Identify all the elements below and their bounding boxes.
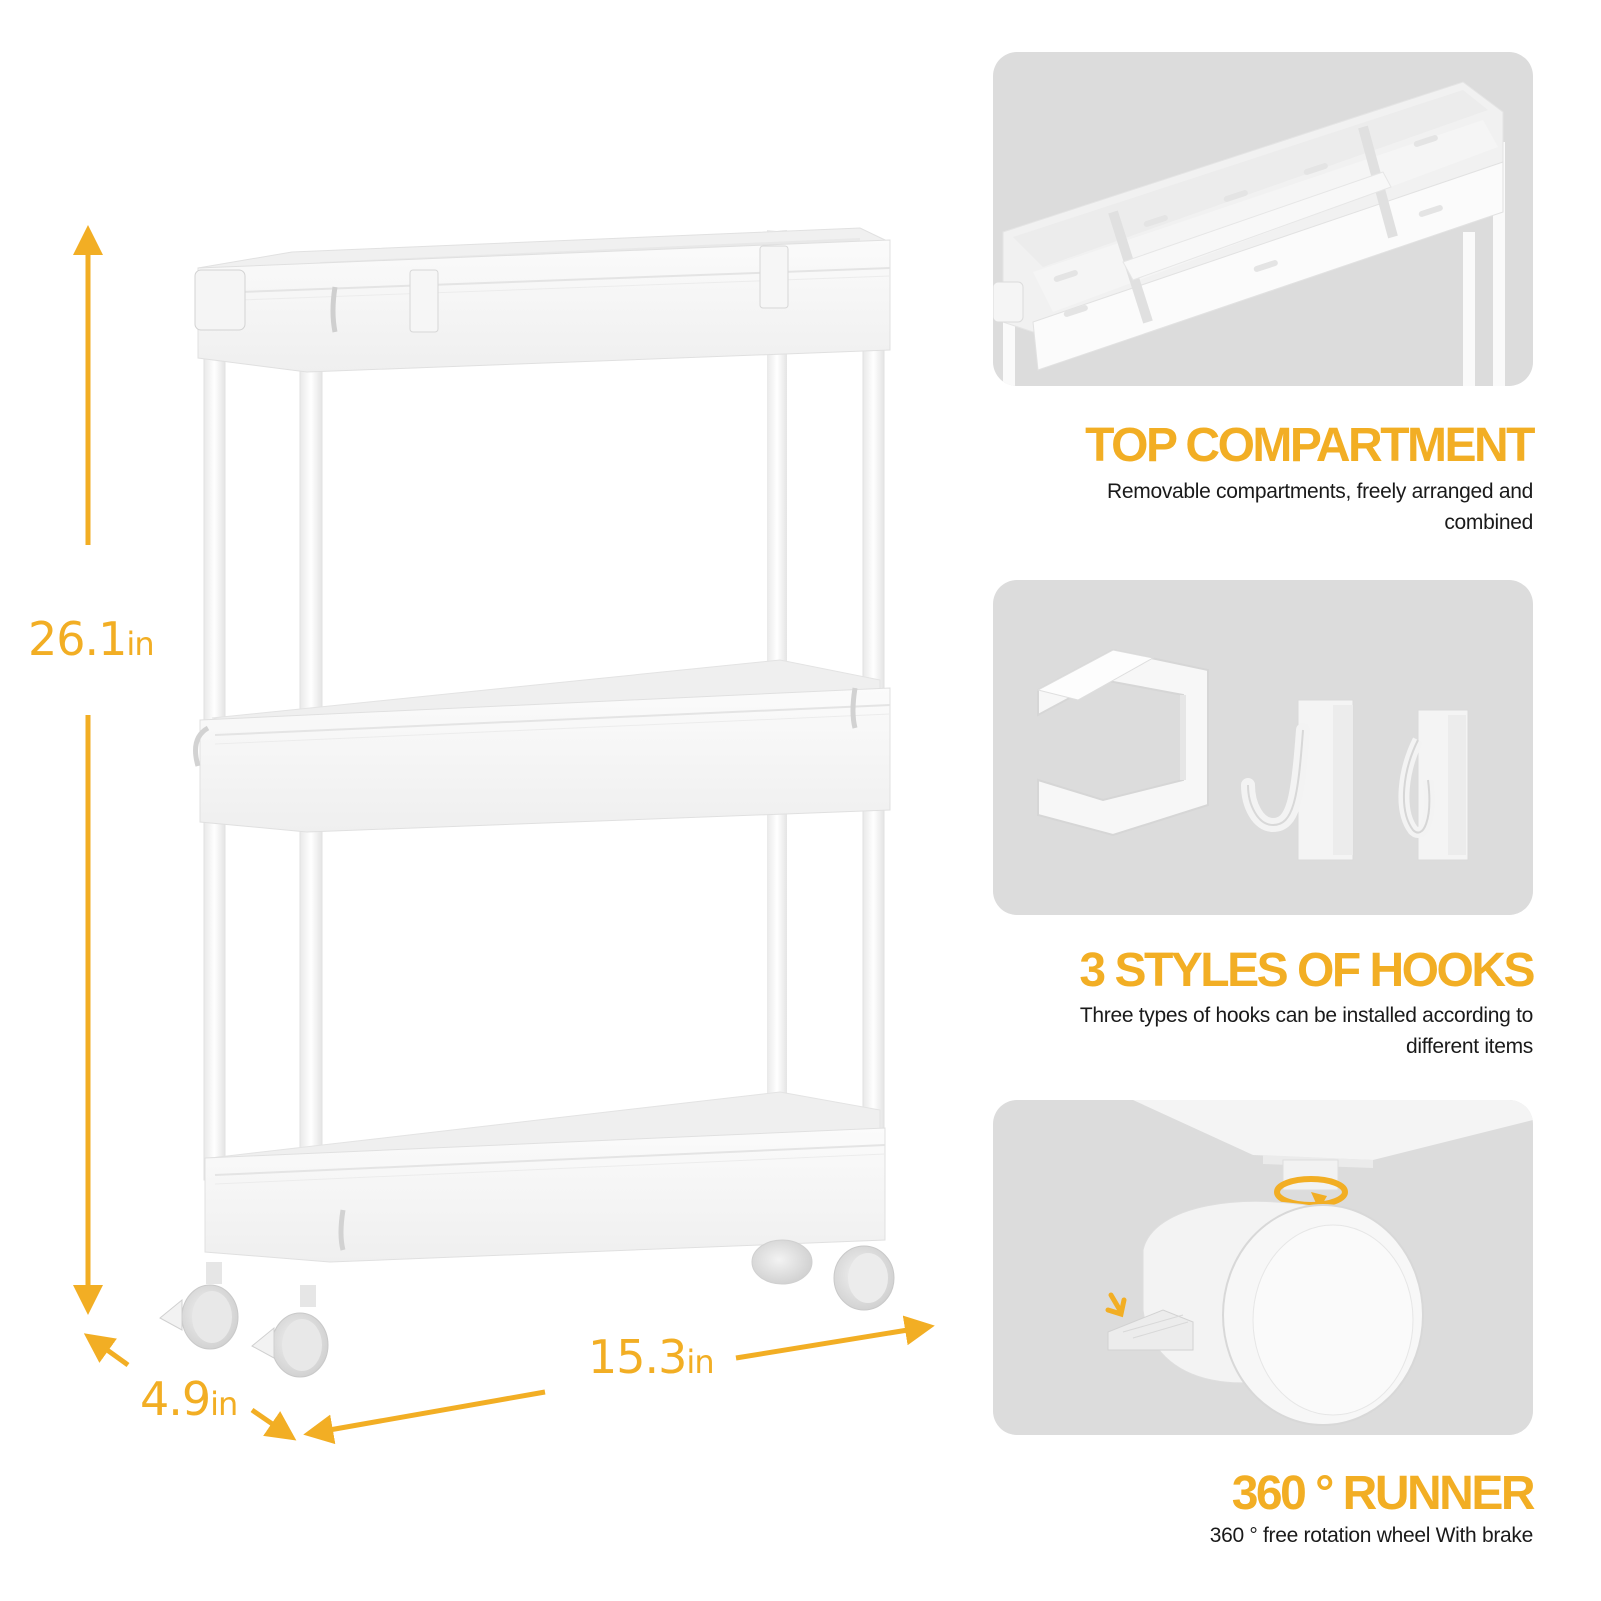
feature-title-top-compartment: TOP COMPARTMENT bbox=[1085, 419, 1535, 472]
rolling-cart-drawing bbox=[73, 225, 935, 1445]
caster-wheels bbox=[159, 1239, 895, 1378]
bottom-tray bbox=[204, 1091, 886, 1263]
depth-value: 4.9 bbox=[140, 1372, 211, 1426]
depth-unit: in bbox=[210, 1385, 238, 1423]
depth-dimension-label: 4.9in bbox=[140, 1372, 238, 1426]
loop-hook-icon bbox=[1398, 709, 1469, 861]
j-hook-icon bbox=[1241, 699, 1354, 861]
s-clip-hook-icon bbox=[1036, 648, 1209, 837]
width-arrow-right bbox=[735, 1315, 935, 1361]
caster-wheel-image bbox=[993, 1100, 1533, 1435]
product-illustration: 26.1in 4.9in 15.3in bbox=[28, 225, 935, 1445]
depth-arrow-right bbox=[250, 1407, 297, 1441]
width-unit: in bbox=[686, 1343, 714, 1381]
brake-pedal-icon bbox=[1107, 1309, 1194, 1351]
width-value: 15.3 bbox=[588, 1330, 687, 1384]
caster-wheel-illustration bbox=[1105, 1100, 1533, 1426]
press-arrow-icon bbox=[1105, 1292, 1127, 1318]
width-arrow-left bbox=[303, 1389, 546, 1445]
height-unit: in bbox=[126, 625, 154, 663]
top-compartment-image bbox=[993, 52, 1533, 386]
feature-desc-runner: 360 ° free rotation wheel With brake bbox=[1209, 1524, 1534, 1547]
hook-styles-illustration bbox=[1036, 648, 1469, 861]
feature-desc-top-compartment: Removable compartments, freely arranged … bbox=[1107, 480, 1533, 534]
feature-desc-hooks: Three types of hooks can be installed ac… bbox=[1079, 1004, 1533, 1058]
depth-arrow-left bbox=[83, 1333, 130, 1368]
width-dimension-label: 15.3in bbox=[588, 1330, 715, 1384]
height-value: 26.1 bbox=[28, 612, 127, 666]
height-dimension-label: 26.1in bbox=[28, 612, 155, 666]
top-tray bbox=[194, 227, 891, 373]
feature-title-hooks: 3 STYLES OF HOOKS bbox=[1079, 944, 1535, 997]
hooks-image bbox=[993, 580, 1533, 915]
feature-title-runner: 360 ° RUNNER bbox=[1231, 1467, 1536, 1520]
dimension-arrows bbox=[73, 225, 935, 1445]
tray-dividers-illustration bbox=[993, 81, 1505, 386]
middle-tray bbox=[193, 659, 891, 833]
